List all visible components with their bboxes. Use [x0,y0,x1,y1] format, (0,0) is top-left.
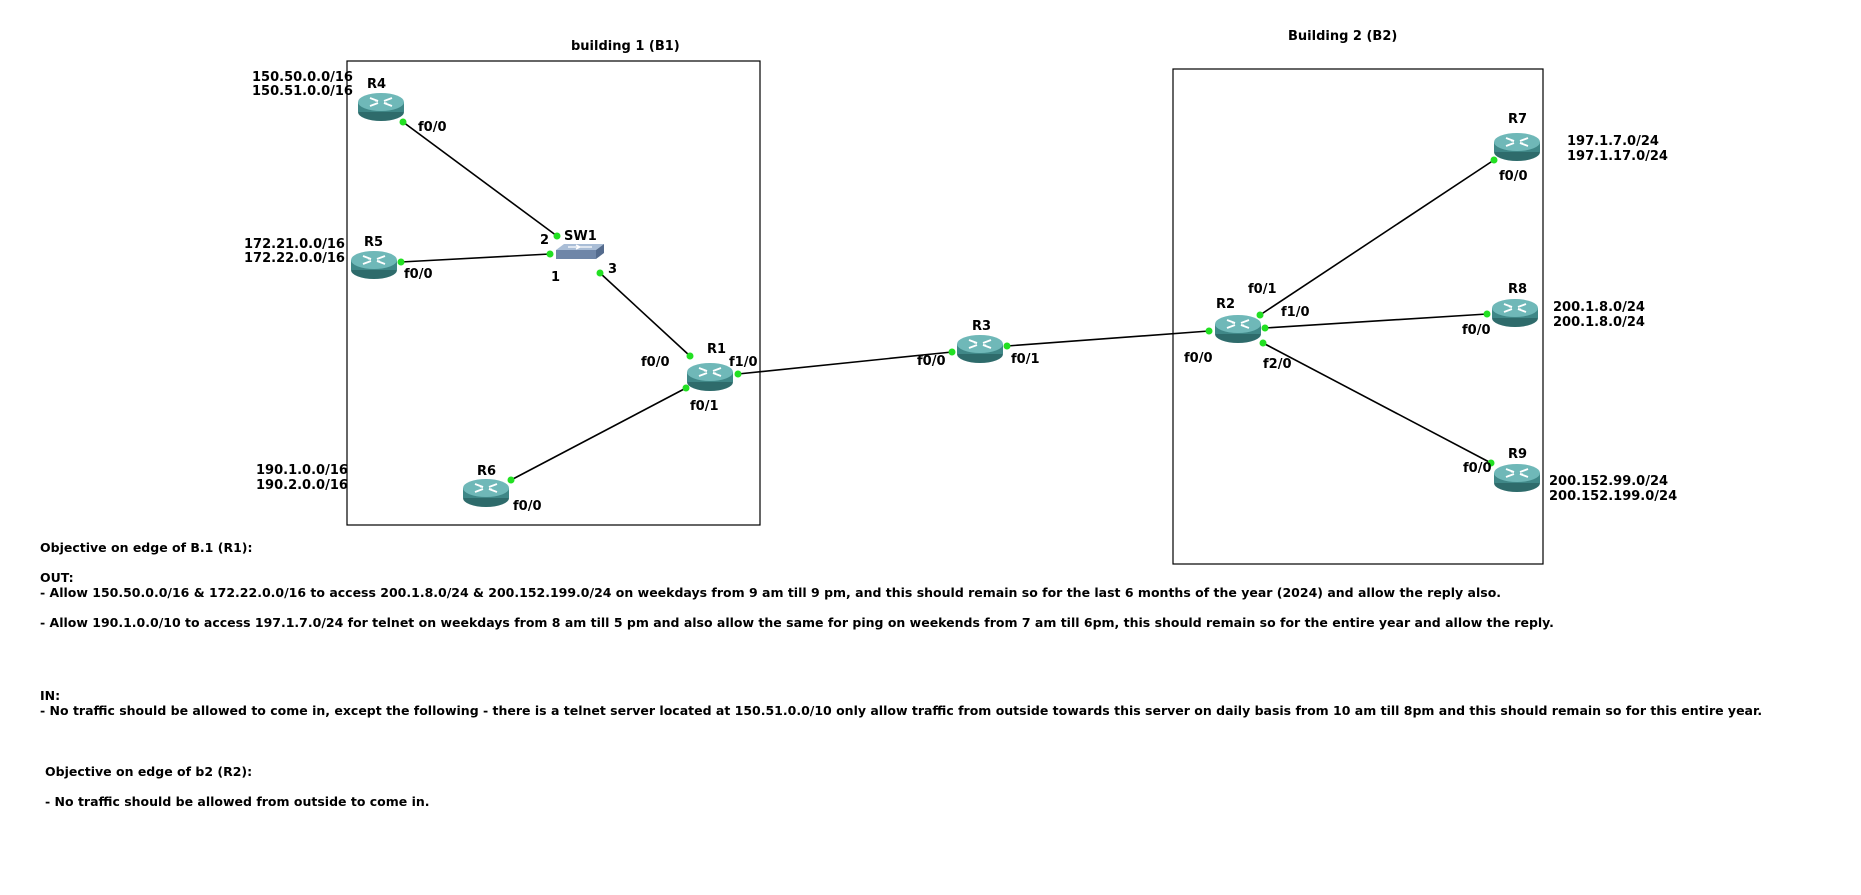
iface-label-r1-f01: f0/1 [690,399,719,414]
building-2-label: Building 2 (B2) [1288,29,1397,44]
network-r7-line2: 197.1.17.0/24 [1567,149,1668,164]
device-name-sw1: SW1 [564,229,597,244]
router-r8[interactable] [1491,298,1539,328]
router-r3[interactable] [956,334,1004,364]
port-dot [1205,327,1213,335]
port-dot [682,384,690,392]
port-dot [1261,324,1269,332]
device-name-r1: R1 [707,342,726,357]
iface-label-r1-f10: f1/0 [729,355,758,370]
port-dot [1259,339,1267,347]
link-r2-r9 [1262,342,1492,464]
router-r6[interactable] [462,478,510,508]
network-r7-line1: 197.1.7.0/24 [1567,134,1659,149]
router-r7[interactable] [1493,132,1541,162]
router-r4[interactable] [357,92,405,122]
network-r8-line2: 200.1.8.0/24 [1553,315,1645,330]
device-name-r7: R7 [1508,112,1527,127]
iface-label-r2-f20: f2/0 [1263,357,1292,372]
iface-label-r2-f01: f0/1 [1248,282,1277,297]
network-r8-line1: 200.1.8.0/24 [1553,300,1645,315]
network-r9-line1: 200.152.99.0/24 [1549,474,1668,489]
port-dot [1483,310,1491,318]
port-dot [397,258,405,266]
port-dot [1256,311,1264,319]
port-dot [1490,156,1498,164]
port-dot [553,232,561,240]
link-r6-r1 [510,387,687,481]
iface-label-sw1-p1: 1 [551,270,560,285]
port-dot [734,370,742,378]
port-dot [1003,342,1011,350]
device-name-r6: R6 [477,464,496,479]
port-dot [1487,459,1495,467]
building-2-box [1172,68,1544,565]
device-name-r3: R3 [972,319,991,334]
port-dot [546,250,554,258]
iface-label-sw1-p3: 3 [608,262,617,277]
building-1-box [346,60,761,526]
iface-label-r7-f00: f0/0 [1499,169,1528,184]
link-r2-r7 [1259,159,1495,316]
port-dot [399,118,407,126]
router-r5[interactable] [350,250,398,280]
network-r5-line2: 172.22.0.0/16 [244,251,345,266]
link-r1-r3 [737,351,953,375]
network-r5-line1: 172.21.0.0/16 [244,237,345,252]
link-r5-sw1 [400,253,551,263]
device-name-r5: R5 [364,235,383,250]
iface-label-r5-f00: f0/0 [404,267,433,282]
router-r2[interactable] [1214,314,1262,344]
link-r3-r2 [1006,330,1210,347]
network-r4-line1: 150.50.0.0/16 [252,70,353,85]
port-dot [596,269,604,277]
port-dot [948,348,956,356]
iface-label-sw1-p2: 2 [540,233,549,248]
network-r6-line1: 190.1.0.0/16 [256,463,348,478]
iface-label-r3-f01: f0/1 [1011,352,1040,367]
iface-label-r2-f10: f1/0 [1281,305,1310,320]
link-r4-sw1 [402,121,558,237]
router-r9[interactable] [1493,463,1541,493]
iface-label-r8-f00: f0/0 [1462,323,1491,338]
device-name-r9: R9 [1508,447,1527,462]
network-r6-line2: 190.2.0.0/16 [256,478,348,493]
iface-label-r3-f00: f0/0 [917,354,946,369]
iface-label-r9-f00: f0/0 [1463,461,1492,476]
device-name-r2: R2 [1216,297,1235,312]
iface-label-r6-f00: f0/0 [513,499,542,514]
iface-label-r1-f00: f0/0 [641,355,670,370]
router-r1[interactable] [686,362,734,392]
iface-label-r4-f00: f0/0 [418,120,447,135]
link-sw1-r1 [599,272,691,357]
network-r9-line2: 200.152.199.0/24 [1549,489,1677,504]
iface-label-r2-f00: f0/0 [1184,351,1213,366]
switch-sw1[interactable] [555,243,605,260]
network-r4-line2: 150.51.0.0/16 [252,84,353,99]
link-r2-r8 [1264,313,1488,329]
device-name-r4: R4 [367,77,386,92]
port-dot [686,352,694,360]
building-1-label: building 1 (B1) [571,39,680,54]
device-name-r8: R8 [1508,282,1527,297]
port-dot [507,476,515,484]
